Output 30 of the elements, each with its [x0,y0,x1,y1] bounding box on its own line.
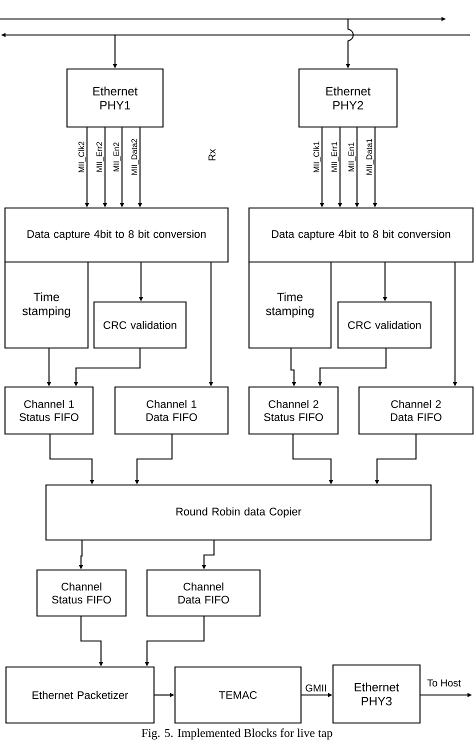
signal-label: MII_Clk1 [313,142,321,172]
block-box: Data capture 4bit to 8 bit conversion [4,207,229,263]
block-box: Time stamping [4,261,89,349]
signal-label: MII_En2 [113,142,121,172]
block-box: Ethernet PHY2 [298,68,398,128]
block-box: Channel Data FIFO [146,569,261,617]
block-box: Ethernet PHY3 [332,664,421,724]
signal-label: Rx [208,149,216,160]
block-box: Data capture 4bit to 8 bit conversion [248,207,474,263]
signal-label: MII_Clk2 [78,142,86,172]
signal-label: MII_Err1 [331,142,339,172]
signal-label: MII_Data1 [366,138,374,175]
block-box: Round Robin data Copier [45,484,432,541]
block-box: Channel 1 Data FIFO [114,386,229,435]
signal-label: MII_En1 [348,142,356,172]
signal-label: GMII [306,684,326,692]
signal-label: To Host [427,680,461,686]
block-box: Ethernet Packetizer [5,666,155,724]
block-box: Channel 1 Status FIFO [4,386,94,435]
block-box: TEMAC [174,666,302,724]
caption: Fig. 5. Implemented Blocks for live tap [142,728,332,740]
block-box: CRC validation [93,301,187,349]
signal-label: MII_Err2 [96,142,104,172]
signal-label: MII_Data2 [131,138,139,175]
block-box: Time stamping [248,261,332,349]
block-box: CRC validation [337,301,432,349]
block-box: Ethernet PHY1 [66,68,164,128]
block-box: Channel 2 Data FIFO [358,386,474,435]
block-box: Channel 2 Status FIFO [248,386,339,435]
block-box: Channel Status FIFO [36,569,127,617]
